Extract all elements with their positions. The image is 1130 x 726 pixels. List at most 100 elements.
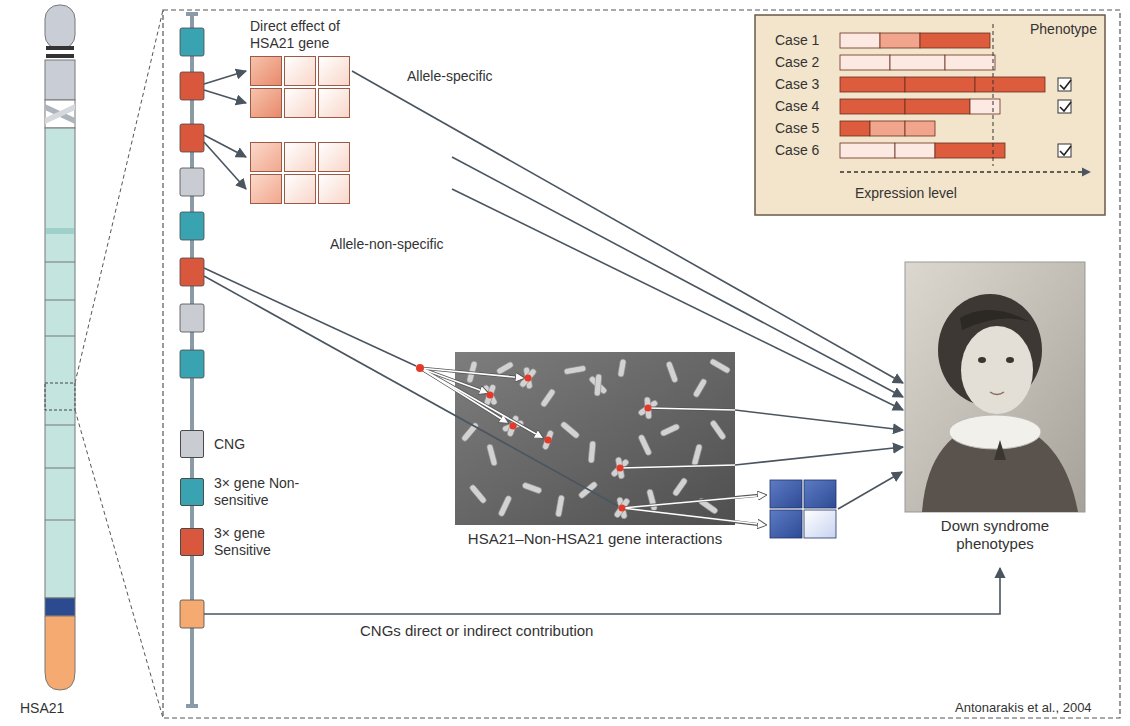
expression-panel [1060,146,1071,155]
karyotype-photo [461,422,480,443]
karyotype-photo [588,441,596,463]
allele-cell [284,88,316,118]
gene-column [180,304,204,332]
karyotype-photo [560,421,581,440]
chromosome-hsa21 [45,598,75,616]
expression-panel [935,143,1005,158]
expression-panel [975,77,1045,92]
gene-column [180,124,204,152]
expression-panel [945,55,995,70]
zoom-frame [75,10,163,383]
chromosome-hsa21 [45,383,75,410]
gene-column [180,258,204,286]
karyotype-photo [594,374,602,396]
karyotype-photo [692,378,707,398]
connector-arrow [452,157,903,397]
chromosome-hsa21 [45,520,75,521]
karyotype-photo [672,477,688,497]
child-photo [905,262,1085,512]
gene-column [186,704,198,708]
connector-arrow [352,71,903,383]
chromosome-hsa21 [45,5,75,49]
expression-panel [840,33,880,48]
legend-swatch [180,478,204,506]
gene-column [180,12,204,708]
blue-allele-grid [804,480,836,508]
expression-panel [920,33,990,48]
child-photo [960,310,1030,330]
gene-column [180,28,204,56]
gene-arrows [204,142,246,189]
image-caption: HSA21–Non-HSA21 gene interactions [455,530,735,548]
gene-arrows [204,71,246,189]
expression-panel [840,171,1090,172]
expression-panel [1058,78,1071,91]
karyotype-photo [644,397,652,419]
gene-to-chromosome-arrows [487,392,494,399]
allele-grid: Allele-non-specific [250,142,450,253]
expression-panel [1060,80,1071,89]
column-header: Phenotype [1030,21,1097,38]
chromosome-hsa21 [45,60,75,100]
allele-cell [284,56,316,86]
karyotype-photo [617,359,626,378]
blue-allele-grid [770,480,802,508]
expression-panel [880,33,920,48]
gene-to-chromosome-arrows [619,505,626,512]
gene-to-chromosome-arrows [622,508,766,525]
legend-swatch [180,430,204,458]
allele-cell [284,142,316,172]
karyotype-photo [564,365,587,375]
karyotype-photo [486,444,497,467]
child-photo [990,392,1004,395]
cng-contribution-arrow [204,568,1000,614]
arrow-label: CNGs direct or indirect contribution [360,622,593,640]
grid-heading: Direct effect of HSA21 gene [250,18,350,52]
case-label: Case 6 [775,142,819,159]
allele-cell [318,88,350,118]
expression-panel [895,143,935,158]
gene-to-chromosome-arrows [204,268,766,525]
gene-to-chromosome-arrows [420,368,543,438]
gene-to-chromosome-arrows [545,437,552,444]
gene-to-chromosome-arrows [620,465,735,468]
expression-panel [993,24,994,166]
karyotype-photo [665,361,678,384]
blue-allele-grid [838,472,902,509]
zoom-frame [75,10,1120,718]
allele-cell [318,56,350,86]
gene-to-chromosome-arrows [416,364,424,372]
karyotype-photo [540,388,556,408]
gene-to-chromosome-arrows [620,465,735,468]
gene-to-chromosome-arrows [622,495,766,508]
expression-panel [840,77,905,92]
expression-panel [905,99,970,114]
chromosome-hsa21 [45,104,75,124]
gene-to-chromosome-arrows [648,408,735,410]
karyotype-photo [691,444,702,467]
karyotype-photo [483,384,496,407]
allele-grid-cells [250,142,450,204]
karyotype-photo [709,419,727,440]
gene-to-chromosome-arrows [648,408,735,410]
chromosome-hsa21 [45,100,75,128]
karyotype-photo [555,495,565,518]
gene-column [180,168,204,196]
gene-arrows [204,135,246,157]
gene-to-chromosome-arrows [416,364,652,512]
zoom-frame [75,410,163,718]
chromosome-hsa21 [46,46,74,50]
expression-panel: PhenotypeCase 1Case 2Case 3Case 4Case 5C… [755,15,1105,215]
connector-arrow [452,189,903,410]
karyotype-photo [498,495,513,517]
expression-panel [905,121,935,136]
gene-to-chromosome-arrows [204,268,416,366]
allele-cell [250,88,282,118]
allele-cell [250,174,282,204]
gene-column [180,600,204,628]
expression-panel [840,143,895,158]
chromosome-hsa21 [45,128,75,598]
